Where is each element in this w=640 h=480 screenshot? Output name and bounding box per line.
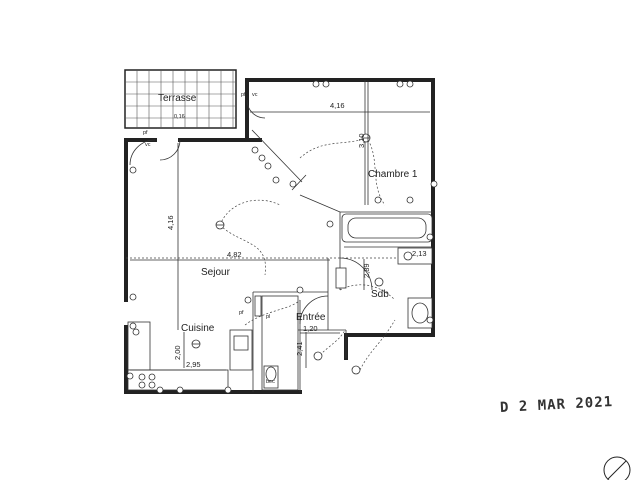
outlet-icon bbox=[156, 386, 164, 394]
placard-mark-entree: pl bbox=[266, 314, 270, 320]
dimension-cuisine-width: 2,95 bbox=[186, 360, 201, 369]
placard-mark: pf bbox=[143, 130, 148, 136]
outlet-icon bbox=[129, 322, 137, 330]
outlet-icon bbox=[374, 196, 382, 204]
vc-mark-terrasse: vc bbox=[252, 92, 258, 98]
dimension-chambre-depth: 3,10 bbox=[357, 133, 366, 148]
dimension-entree-depth: 2,41 bbox=[295, 341, 304, 356]
dimension-sejour-depth: 4,16 bbox=[166, 215, 175, 230]
outlet-icon bbox=[251, 146, 259, 154]
dimension-sdb-width: 2,13 bbox=[412, 249, 427, 258]
wc-area bbox=[254, 295, 299, 391]
outlet-icon bbox=[258, 154, 266, 162]
electrical-wiring bbox=[219, 139, 396, 371]
dimension-sdb-depth: 2,89 bbox=[362, 263, 371, 278]
bathroom-fixtures bbox=[335, 247, 433, 329]
dimension-chambre-width: 4,16 bbox=[330, 101, 345, 110]
room-label-entree: Entrée bbox=[296, 312, 326, 323]
room-label-chambre: Chambre 1 bbox=[368, 169, 418, 180]
doors bbox=[129, 99, 373, 325]
kitchen-fixtures bbox=[127, 321, 253, 391]
light-points bbox=[191, 133, 384, 375]
outlet-icon bbox=[129, 293, 137, 301]
outlet-icon bbox=[430, 180, 438, 188]
terrasse-tiling bbox=[125, 70, 236, 128]
room-label-sdb: Sdb bbox=[371, 289, 389, 300]
dimension-sejour-width: 4,82 bbox=[227, 250, 242, 259]
outlet-icon bbox=[224, 386, 232, 394]
outlet-icon bbox=[406, 80, 414, 88]
closet-hatching bbox=[251, 129, 307, 191]
outlet-icon bbox=[289, 180, 297, 188]
outlet-icon bbox=[296, 286, 304, 294]
placard-mark-kitchen: pf bbox=[239, 310, 244, 316]
outlet-icon bbox=[244, 296, 252, 304]
outlet-icon bbox=[272, 176, 280, 184]
outlet-icon bbox=[426, 316, 434, 324]
dimension-lines bbox=[130, 82, 432, 371]
outlet-icon bbox=[406, 196, 414, 204]
room-label-sejour: Sejour bbox=[201, 267, 231, 278]
outlet-icon bbox=[326, 220, 334, 228]
compass-icon bbox=[603, 456, 631, 480]
outlet-icon bbox=[129, 166, 137, 174]
outlet-icon bbox=[126, 372, 134, 380]
outlet-icon bbox=[322, 80, 330, 88]
bathtub bbox=[341, 213, 433, 243]
electrical-outlets bbox=[126, 80, 438, 394]
outlet-icon bbox=[426, 233, 434, 241]
outlet-icon bbox=[264, 162, 272, 170]
inner-walls bbox=[126, 80, 433, 392]
placard-mark-terrasse: pf bbox=[241, 92, 246, 98]
room-label-bec: bec bbox=[266, 379, 275, 385]
room-label-cuisine: Cuisine bbox=[181, 323, 215, 334]
outlet-icon bbox=[312, 80, 320, 88]
dimension-entree-width: 1,20 bbox=[303, 324, 318, 333]
outlet-icon bbox=[396, 80, 404, 88]
vc-mark-door: vc bbox=[145, 142, 151, 148]
room-label-terrasse: Terrasse bbox=[158, 93, 197, 104]
terrasse-area bbox=[124, 69, 237, 129]
dimension-cuisine-depth: 2,00 bbox=[173, 345, 182, 360]
terrasse-level: 0,16 bbox=[174, 114, 185, 120]
outlet-icon bbox=[176, 386, 184, 394]
